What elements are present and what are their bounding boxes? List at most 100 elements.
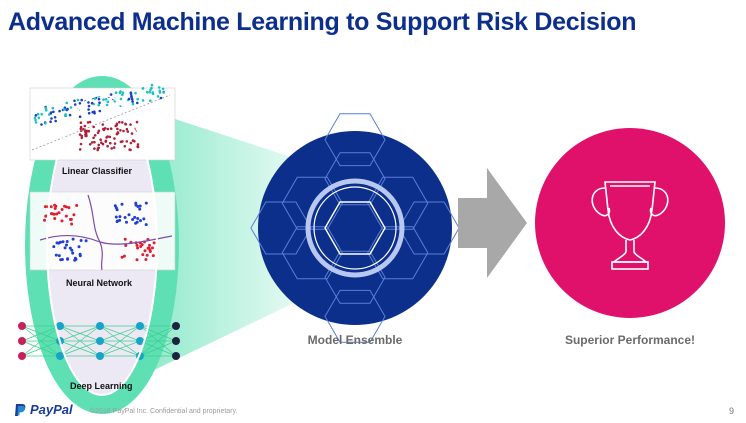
scatter-point — [97, 129, 101, 133]
scatter-point — [158, 91, 162, 94]
scatter-point — [108, 135, 112, 139]
scatter-point — [52, 110, 55, 114]
scatter-point — [77, 245, 81, 249]
scatter-point — [109, 127, 113, 130]
scatter-point — [123, 237, 127, 241]
hexagon-shape — [367, 226, 429, 280]
scatter-point — [80, 136, 84, 140]
scatter-point — [90, 101, 94, 105]
scatter-point — [50, 117, 53, 120]
scatter-point — [96, 131, 100, 135]
scatter-point — [84, 239, 88, 243]
scatter-point — [64, 214, 68, 218]
scatter-point — [60, 258, 64, 261]
scatter-point — [97, 146, 100, 150]
scatter-point — [116, 219, 119, 223]
scatter-point — [148, 90, 152, 94]
scatter-point — [130, 95, 133, 99]
scatter-point — [57, 211, 61, 215]
hexagon-shape — [250, 201, 312, 255]
scatter-point — [79, 142, 83, 146]
scatter-point — [34, 114, 38, 117]
scatter-point — [118, 120, 121, 124]
neural-network-plot — [29, 191, 176, 271]
scatter-point — [129, 92, 133, 96]
scatter-point — [44, 109, 48, 112]
scatter-point — [34, 118, 37, 122]
scatter-point — [110, 147, 113, 150]
scatter-point — [124, 244, 128, 247]
scatter-point — [118, 215, 122, 219]
network-edge — [99, 325, 141, 342]
scatter-point — [91, 110, 94, 114]
scatter-point — [131, 102, 135, 106]
network-node — [172, 337, 180, 345]
scatter-point — [65, 243, 68, 247]
scatter-point — [66, 257, 70, 261]
scatter-point — [125, 127, 129, 131]
scatter-point — [136, 143, 140, 146]
scatter-point — [104, 140, 107, 143]
network-node — [96, 352, 104, 360]
scatter-point — [73, 103, 77, 106]
network-edge — [21, 325, 61, 357]
scatter-point — [87, 111, 91, 115]
scatter-point — [102, 127, 105, 131]
scatter-point — [115, 124, 118, 127]
network-node — [136, 322, 144, 330]
scatter-point — [129, 123, 132, 126]
scatter-point — [161, 87, 165, 91]
scatter-point — [44, 214, 48, 218]
scatter-point — [113, 142, 117, 145]
scatter-point — [71, 237, 75, 241]
scatter-point — [97, 103, 101, 107]
network-edge — [139, 340, 177, 357]
scatter-point — [98, 101, 101, 104]
scatter-point — [118, 91, 122, 95]
network-node — [96, 322, 104, 330]
scatter-point — [43, 205, 47, 209]
scatter-point — [80, 98, 83, 102]
scatter-point — [86, 129, 90, 133]
scatter-point — [69, 217, 73, 221]
scatter-point — [58, 109, 61, 113]
scatter-point — [157, 86, 161, 89]
scatter-point — [53, 116, 57, 119]
neural-network-label: Neural Network — [66, 278, 133, 288]
scatter-point — [135, 120, 139, 124]
scatter-point — [135, 258, 139, 262]
scatter-point — [49, 212, 53, 216]
scatter-point — [134, 201, 138, 205]
scatter-point — [51, 106, 55, 110]
scatter-point — [140, 243, 144, 247]
scatter-point — [122, 129, 125, 133]
scatter-point — [63, 204, 66, 208]
page-number: 9 — [728, 406, 734, 416]
scatter-point — [149, 88, 152, 92]
scatter-point — [69, 106, 73, 109]
network-node — [18, 322, 26, 330]
scatter-point — [36, 112, 40, 116]
scatter-point — [126, 130, 130, 133]
scatter-point — [93, 147, 96, 150]
network-node — [18, 352, 26, 360]
scatter-point — [124, 123, 128, 126]
scatter-point — [92, 125, 95, 129]
scatter-point — [88, 143, 92, 146]
scatter-point — [98, 109, 102, 113]
scatter-point — [125, 140, 129, 143]
scatter-point — [133, 215, 137, 219]
network-node — [18, 337, 26, 345]
network-edge — [59, 340, 101, 357]
scatter-point — [68, 113, 72, 117]
scatter-point — [61, 240, 65, 244]
scatter-point — [106, 144, 109, 148]
scatter-point — [129, 141, 133, 145]
scatter-point — [52, 245, 56, 249]
scatter-point — [34, 121, 38, 124]
scatter-point — [162, 91, 166, 94]
scatter-point — [101, 123, 105, 126]
network-edge — [59, 325, 101, 357]
model-ensemble-caption: Model Ensemble — [307, 333, 403, 347]
scatter-point — [79, 239, 83, 242]
